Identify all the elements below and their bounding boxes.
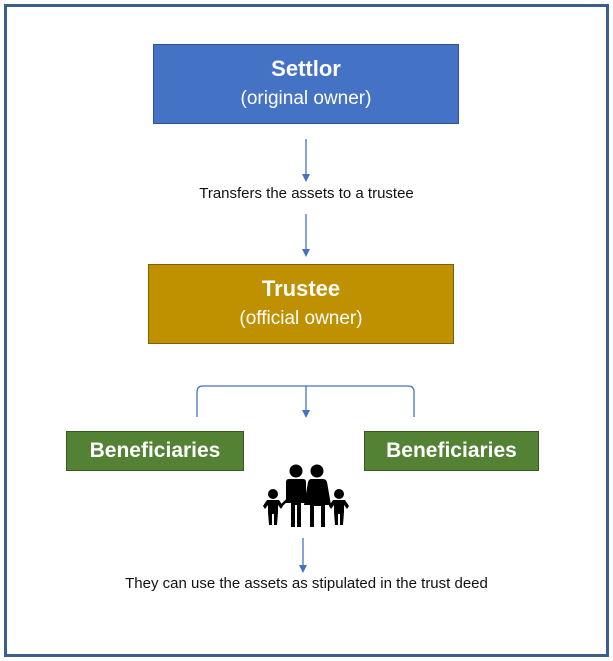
trustee-title: Trustee <box>261 276 341 301</box>
settlor-title: Settlor <box>271 56 341 81</box>
usage-caption: They can use the assets as stipulated in… <box>125 575 488 592</box>
trustee-subtitle: (official owner) <box>239 308 363 329</box>
trustee-box: Trustee (official owner) <box>148 264 454 344</box>
beneficiaries-box-left: Beneficiaries <box>66 431 244 471</box>
transfer-caption: Transfers the assets to a trustee <box>199 185 414 202</box>
settlor-subtitle: (original owner) <box>240 88 372 109</box>
beneficiaries-box-right: Beneficiaries <box>364 431 539 471</box>
settlor-box: Settlor (original owner) <box>153 44 459 124</box>
family-icon <box>263 464 349 527</box>
